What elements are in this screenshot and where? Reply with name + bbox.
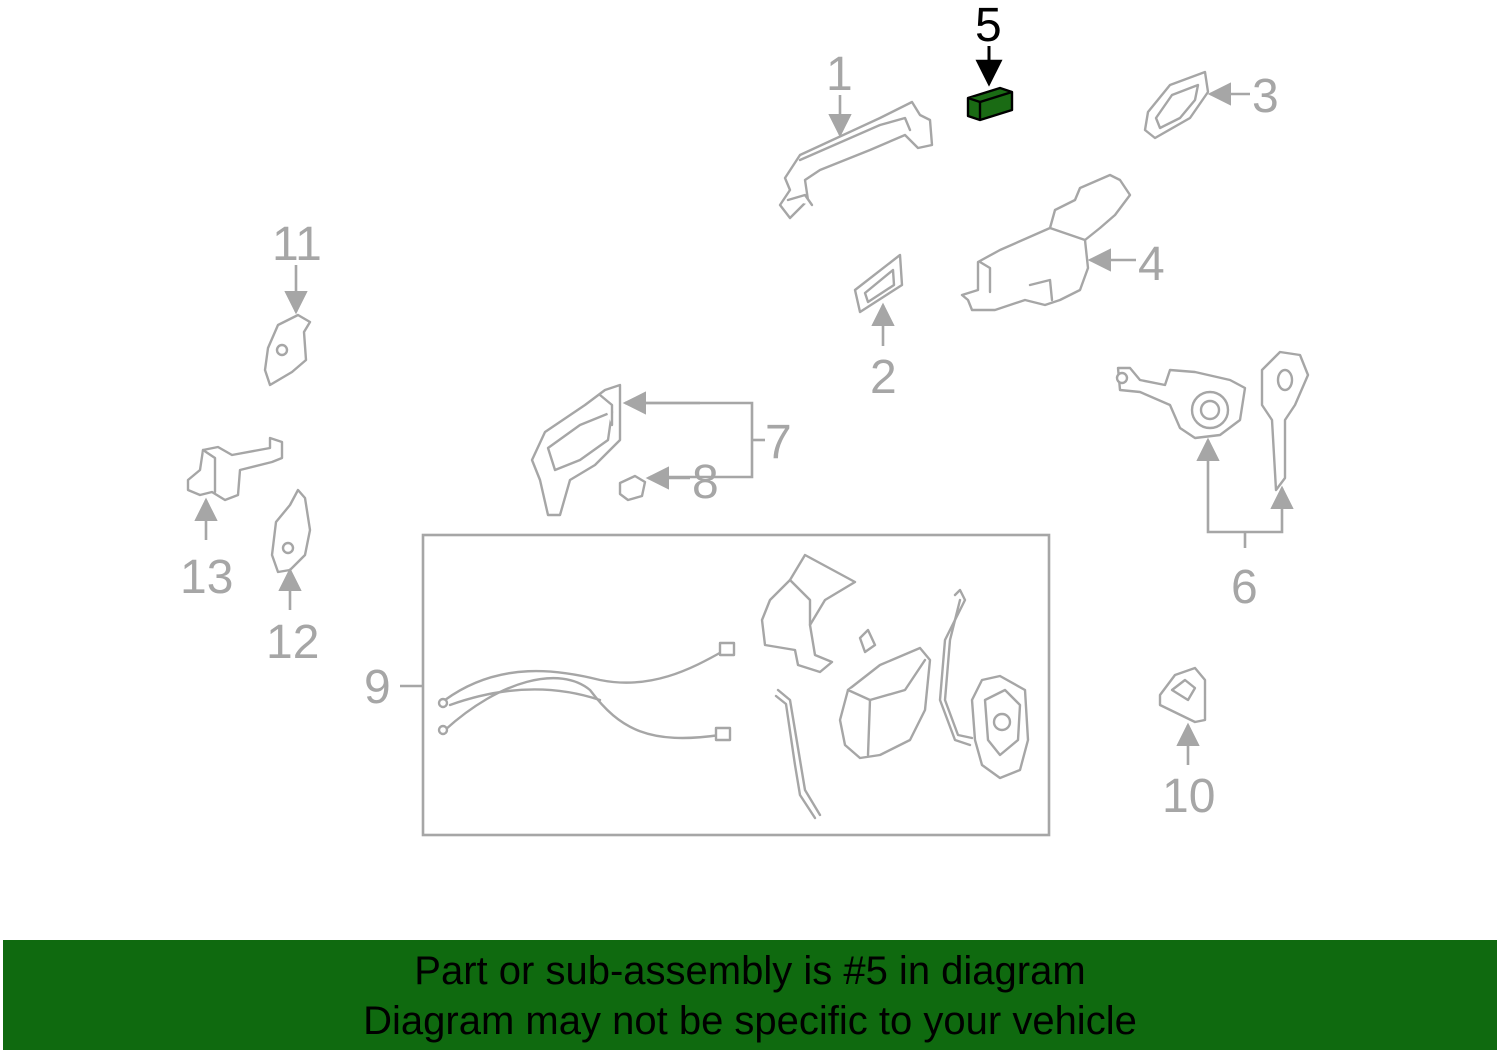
callout-11: 11 [272, 218, 322, 271]
leader-7-8-frame [625, 401, 754, 479]
callout-12: 12 [266, 616, 319, 669]
part-6-lock-cylinder [1115, 366, 1247, 440]
parts-diagram: 1 5 3 4 2 6 [180, 0, 1310, 837]
part-6-key [1260, 350, 1310, 492]
banner-line-1: Part or sub-assembly is #5 in diagram [414, 949, 1086, 993]
callout-10: 10 [1162, 770, 1215, 823]
part-9-bracket [760, 553, 857, 674]
part-1-outer-handle [778, 100, 934, 220]
part-12-bracket [270, 488, 312, 574]
callout-3: 3 [1252, 70, 1279, 123]
part-7-inner-handle [530, 383, 622, 517]
part-11-bracket [263, 313, 312, 387]
callout-8: 8 [692, 456, 719, 509]
banner-line-2: Diagram may not be specific to your vehi… [363, 999, 1137, 1043]
part-13-door-check [186, 436, 284, 502]
part-9-cables [437, 641, 736, 742]
part-4-frame [960, 173, 1132, 312]
part-2-pad [853, 253, 904, 314]
part-9-lock-actuator [838, 628, 932, 760]
info-banner: Part or sub-assembly is #5 in diagram Di… [3, 940, 1497, 1050]
part-9-rod-2 [938, 588, 974, 747]
part-8-clip [618, 474, 647, 502]
part-9-rod [774, 688, 822, 820]
part-5-highlighted [966, 86, 1014, 122]
callout-5: 5 [975, 0, 1002, 52]
leader-6-frame [1206, 445, 1284, 534]
callout-4: 4 [1138, 238, 1165, 291]
callout-9: 9 [364, 661, 391, 714]
part-10-striker [1158, 666, 1207, 724]
part-9-latch [970, 674, 1030, 780]
callout-6: 6 [1231, 561, 1258, 614]
part-3-trim [1143, 70, 1210, 140]
callout-13: 13 [180, 551, 233, 604]
callout-7: 7 [765, 416, 792, 469]
callout-1: 1 [826, 48, 853, 101]
callout-2: 2 [870, 351, 897, 404]
